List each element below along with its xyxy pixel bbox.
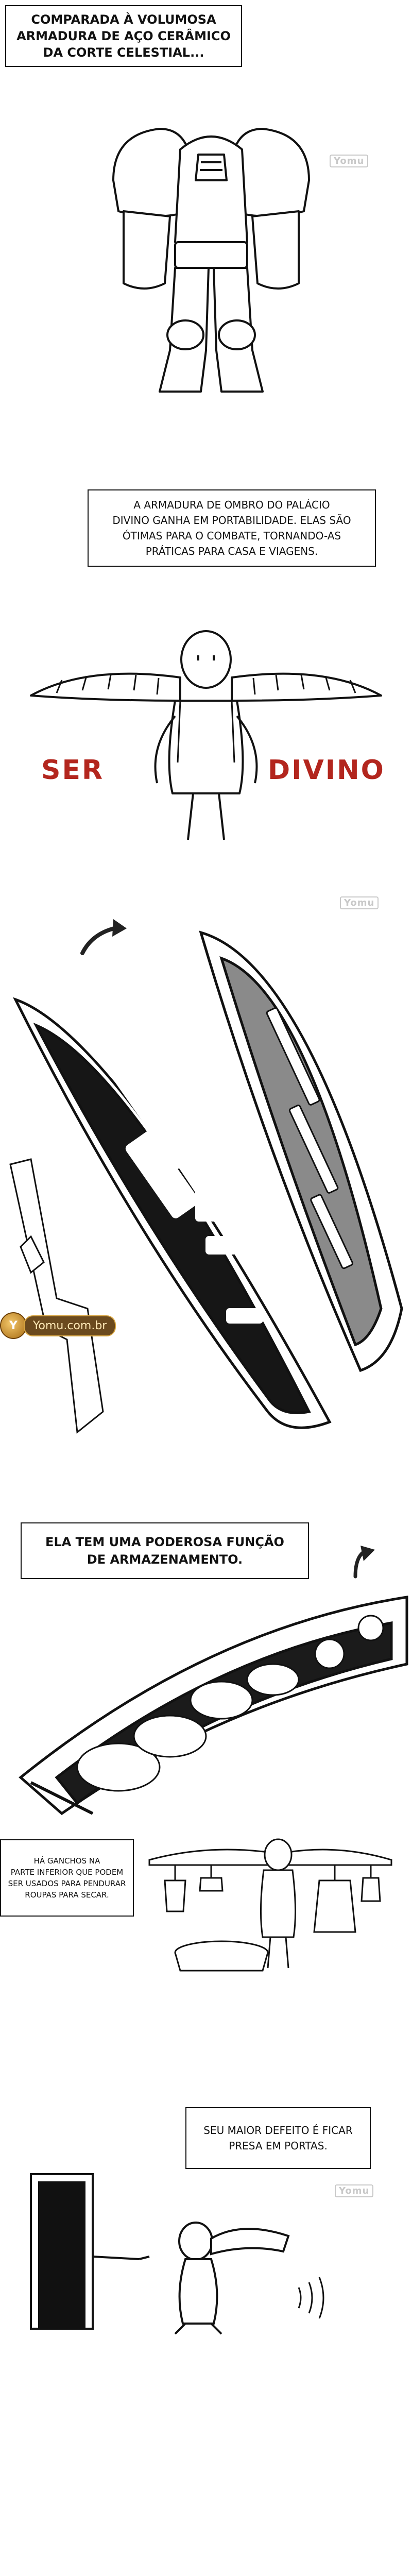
panel-weapon-storage [0,917,412,1494]
watermark: Yomu [335,2184,374,2197]
panel-stuck-in-door [21,2154,391,2339]
sfx-left: SER [41,755,105,786]
caption-door-flaw: SEU MAIOR DEFEITO É FICAR PRESA EM PORTA… [185,2107,371,2169]
caption-text: HÁ GANCHOS NA PARTE INFERIOR QUE PODEM S… [8,1856,126,1900]
shell-with-items-drawing [19,1546,408,1816]
site-logo-icon: Y [0,1312,27,1339]
watermark: Yomu [330,155,369,167]
bulky-armor-drawing [112,128,310,393]
laundry-drawing [148,1838,392,1972]
panel-shoulder-armor-character [26,629,386,845]
character-with-shoulder-pads [30,630,382,840]
caption-text: COMPARADA À VOLUMOSA ARMADURA DE AÇO CER… [16,12,231,60]
caption-text: A ARMADURA DE OMBRO DO PALÁCIO DIVINO GA… [112,499,351,557]
door-stuck-drawing [30,2173,324,2335]
site-badge-label[interactable]: Yomu.com.br [24,1315,116,1336]
caption-text: SEU MAIOR DEFEITO É FICAR PRESA EM PORTA… [203,2124,353,2152]
panel-laundry-hooks [144,1834,412,1973]
caption-storage-function: ELA TEM UMA PODEROSA FUNÇÃO DE ARMAZENAM… [21,1522,309,1579]
caption-hooks-laundry: HÁ GANCHOS NA PARTE INFERIOR QUE PODEM S… [0,1839,134,1917]
caption-shoulder-armor: A ARMADURA DE OMBRO DO PALÁCIO DIVINO GA… [88,489,376,567]
panel-bulky-armor [103,113,319,412]
sfx-right: DIVINO [268,755,385,786]
open-armor-weapons-drawing [9,919,403,1434]
caption-armor-comparison: COMPARADA À VOLUMOSA ARMADURA DE AÇO CER… [5,5,242,67]
panel-storage-shell [0,1535,412,1824]
caption-text: ELA TEM UMA PODEROSA FUNÇÃO DE ARMAZENAM… [45,1535,284,1567]
watermark: Yomu [340,896,379,909]
site-badge[interactable]: Y Yomu.com.br [0,1311,134,1340]
